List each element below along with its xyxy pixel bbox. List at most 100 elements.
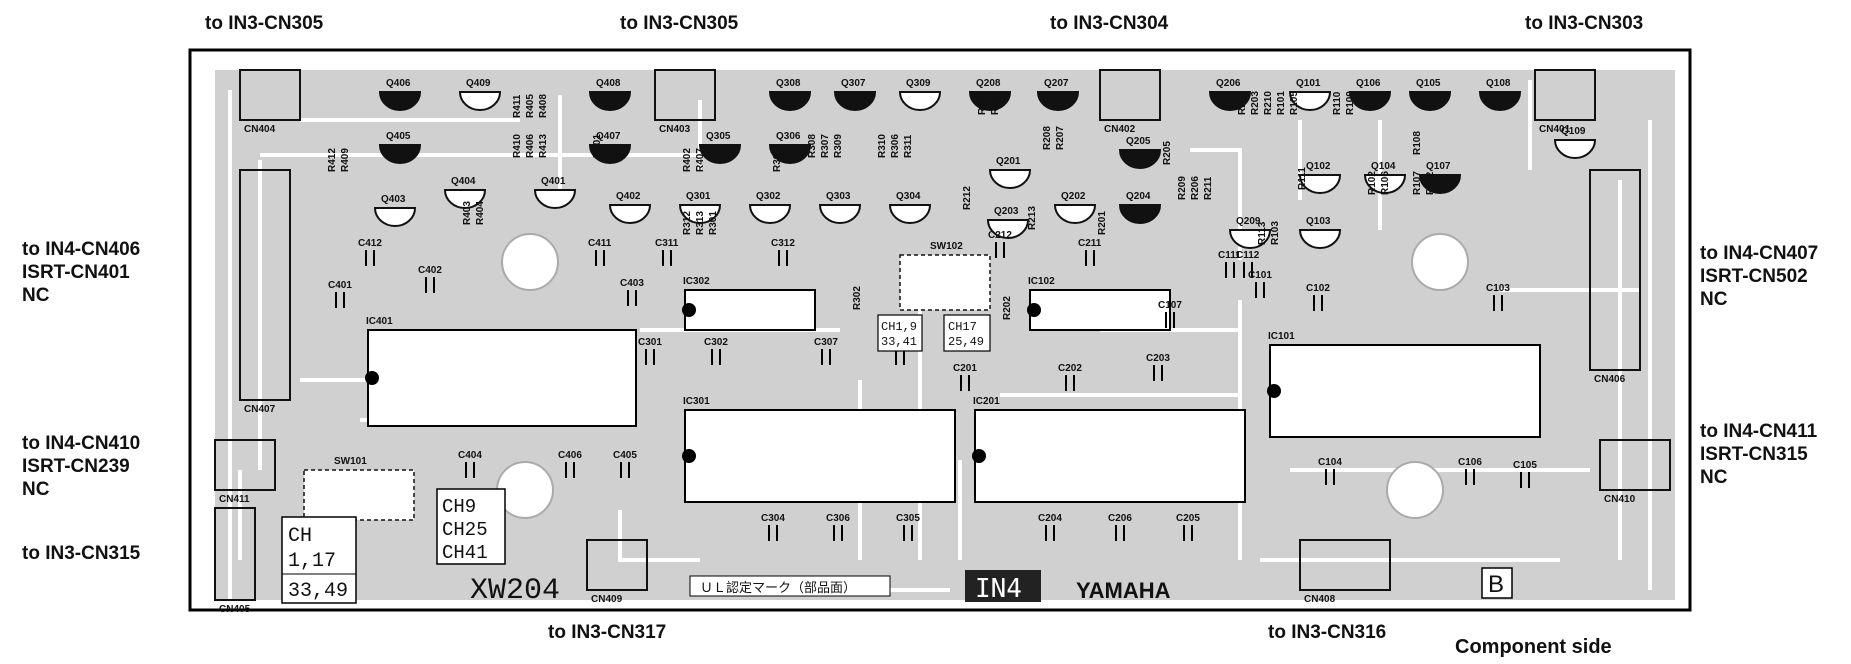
channel-box-a-line3: 33,49 [288, 580, 348, 603]
channel-box-b-line2: CH25 [442, 519, 488, 541]
transistor: Q105 [1408, 78, 1452, 111]
channel-box-c-line1: CH1,9 [881, 320, 917, 334]
resistor-label: R412 [327, 148, 338, 172]
transistor: Q406 [378, 78, 422, 111]
connector: CN404 [239, 69, 301, 135]
transistor-label: Q409 [466, 78, 491, 89]
label-bottom-2: to IN3-CN316 [1268, 622, 1387, 643]
resistor-label: R101 [1276, 91, 1287, 115]
capacitor-label: C302 [704, 337, 728, 348]
transistor-label: Q202 [1061, 191, 1086, 202]
transistor: Q308 [768, 78, 812, 111]
transistor-label: Q405 [386, 131, 411, 142]
ic: IC302 [682, 276, 816, 331]
transistor: Q207 [1036, 78, 1080, 111]
capacitor: C102 [1306, 283, 1330, 311]
capacitor: C206 [1108, 513, 1132, 541]
capacitor-label: C201 [953, 363, 977, 374]
transistor-label: Q306 [776, 131, 801, 142]
capacitor: C101 [1248, 270, 1272, 298]
resistor-label: R106 [1380, 171, 1391, 195]
transistor-label: Q404 [451, 176, 476, 187]
resistor-label: R309 [833, 134, 844, 158]
transistor-label: Q109 [1561, 126, 1586, 137]
transistor-label: Q309 [906, 78, 931, 89]
label-left-2-line1: to IN4-CN410 [22, 433, 141, 454]
connector: CN409 [586, 539, 648, 605]
capacitor: C307 [814, 337, 838, 365]
capacitor-label: C311 [655, 238, 679, 249]
resistor-label: R105 [1289, 91, 1300, 115]
resistor-label: R404 [475, 201, 486, 225]
transistor: Q401 [533, 176, 577, 209]
transistor-label: Q205 [1126, 136, 1151, 147]
ic: IC101 [1267, 331, 1541, 438]
connector-label: CN405 [219, 604, 251, 615]
resistor-label: R202 [1002, 296, 1013, 320]
capacitor: C111 [1218, 250, 1241, 278]
capacitor: C104 [1318, 457, 1342, 485]
connector: CN411 [214, 439, 276, 505]
capacitor: C103 [1486, 283, 1510, 311]
transistor-label: Q402 [616, 191, 641, 202]
transistor-label: Q206 [1216, 78, 1241, 89]
mounting-hole [1411, 233, 1469, 291]
capacitor-label: C101 [1248, 270, 1272, 281]
label-right-2-line3: NC [1700, 467, 1728, 488]
ic: IC201 [972, 396, 1246, 503]
transistor: Q407 [588, 131, 632, 164]
resistor-label: R305 [772, 148, 783, 172]
capacitor: C205 [1176, 513, 1200, 541]
resistor-label: R103 [1270, 221, 1281, 245]
transistor-label: Q203 [994, 206, 1019, 217]
switch-label: SW102 [930, 241, 963, 252]
transistor: Q404 [443, 176, 487, 209]
transistor-label: Q403 [381, 194, 406, 205]
resistor-label: R401 [592, 134, 603, 158]
transistor: Q209 [1228, 216, 1272, 249]
connector-label: CN401 [1539, 124, 1571, 135]
switch: SW101 [303, 456, 415, 521]
capacitor: C203 [1146, 353, 1170, 381]
capacitor: C301 [638, 337, 662, 365]
capacitor: C112 [1236, 250, 1260, 278]
channel-box-a: CH 1,17 33,49 [281, 516, 357, 604]
ul-mark: ＵＬ認定マーク（部品面） [689, 575, 891, 597]
connector-label: CN409 [591, 594, 623, 605]
transistor-label: Q308 [776, 78, 801, 89]
resistor-label: R410 [512, 134, 523, 158]
capacitor: C302 [704, 337, 728, 365]
transistor: Q309 [898, 78, 942, 111]
transistor: Q403 [373, 194, 417, 227]
capacitor: C306 [826, 513, 850, 541]
transistor: Q409 [458, 78, 502, 111]
capacitor-label: C406 [558, 450, 582, 461]
transistor: Q301 [678, 191, 722, 224]
transistor-label: Q107 [1426, 161, 1451, 172]
resistor-label: R302 [852, 286, 863, 310]
capacitor: C212 [988, 230, 1012, 258]
capacitor: C105 [1513, 460, 1537, 488]
label-right-2: to IN4-CN411 ISRT-CN315 NC [1700, 420, 1817, 489]
transistor: Q203 [986, 206, 1030, 239]
connector-label: CN404 [244, 124, 276, 135]
capacitor-label: C104 [1318, 457, 1342, 468]
capacitor-label: C205 [1176, 513, 1200, 524]
capacitor: C202 [1058, 363, 1082, 391]
label-left-2-line3: NC [22, 479, 50, 500]
transistor: Q202 [1053, 191, 1097, 224]
label-left-1-line1: to IN4-CN406 [22, 239, 141, 260]
transistor-label: Q105 [1416, 78, 1441, 89]
resistor-label: R205 [1162, 141, 1173, 165]
brand-logo: YAMAHA [1076, 578, 1171, 603]
connector-label: CN408 [1304, 594, 1336, 605]
label-top-2: to IN3-CN305 [620, 13, 739, 34]
channel-box-b: CH9 CH25 CH41 [436, 488, 506, 565]
label-left-2-line2: ISRT-CN239 [22, 456, 130, 477]
capacitor: C402 [418, 265, 442, 293]
transistor-label: Q208 [976, 78, 1001, 89]
resistor-label: R102 [1367, 171, 1378, 195]
transistor: Q108 [1478, 78, 1522, 111]
ic-label: IC401 [366, 316, 393, 327]
capacitor-label: C411 [588, 238, 612, 249]
